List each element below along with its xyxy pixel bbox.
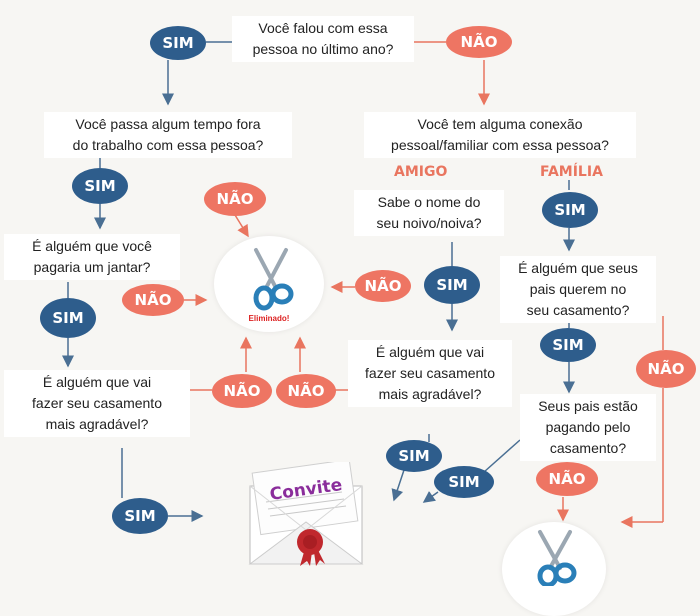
eliminated-badge-partial	[502, 522, 606, 616]
flow-arrows	[62, 41, 664, 528]
yes-pill: SIM	[542, 192, 598, 228]
category-family: FAMÍLIA	[540, 164, 603, 180]
question-parents-want: É alguém que seus pais querem no seu cas…	[500, 256, 656, 323]
yes-pill: SIM	[434, 466, 494, 498]
no-pill: NÃO	[446, 26, 512, 58]
no-pill: NÃO	[536, 462, 598, 496]
no-pill: NÃO	[122, 284, 184, 316]
no-pill: NÃO	[636, 350, 696, 388]
question-parents-paying: Seus pais estão pagando pelo casamento?	[520, 394, 656, 461]
no-pill: NÃO	[355, 270, 411, 302]
envelope-icon	[248, 462, 364, 566]
question-more-pleasant-center: É alguém que vai fazer seu casamento mai…	[348, 340, 512, 407]
yes-pill: SIM	[386, 440, 442, 472]
question-time-outside-work: Você passa algum tempo fora do trabalho …	[44, 112, 292, 158]
yes-pill: SIM	[72, 168, 128, 204]
category-friend: AMIGO	[394, 164, 448, 180]
eliminated-badge: Eliminado!	[214, 236, 324, 332]
eliminated-label: Eliminado!	[248, 314, 290, 323]
scissors-icon	[537, 530, 577, 588]
question-personal-connection: Você tem alguma conexão pessoal/familiar…	[364, 112, 636, 158]
yes-pill: SIM	[150, 26, 206, 60]
no-pill: NÃO	[204, 182, 266, 216]
no-pill: NÃO	[212, 374, 272, 408]
question-knows-partner-name: Sabe o nome do seu noivo/noiva?	[354, 190, 504, 236]
no-pill: NÃO	[276, 374, 336, 408]
question-would-pay-dinner: É alguém que você pagaria um jantar?	[4, 234, 180, 280]
yes-pill: SIM	[540, 328, 596, 362]
scissors-icon	[253, 248, 294, 311]
question-spoke-last-year: Você falou com essa pessoa no último ano…	[232, 16, 414, 62]
yes-pill: SIM	[424, 266, 480, 304]
question-more-pleasant-left: É alguém que vai fazer seu casamento mai…	[4, 370, 190, 437]
yes-pill: SIM	[40, 298, 96, 338]
yes-pill: SIM	[112, 498, 168, 534]
